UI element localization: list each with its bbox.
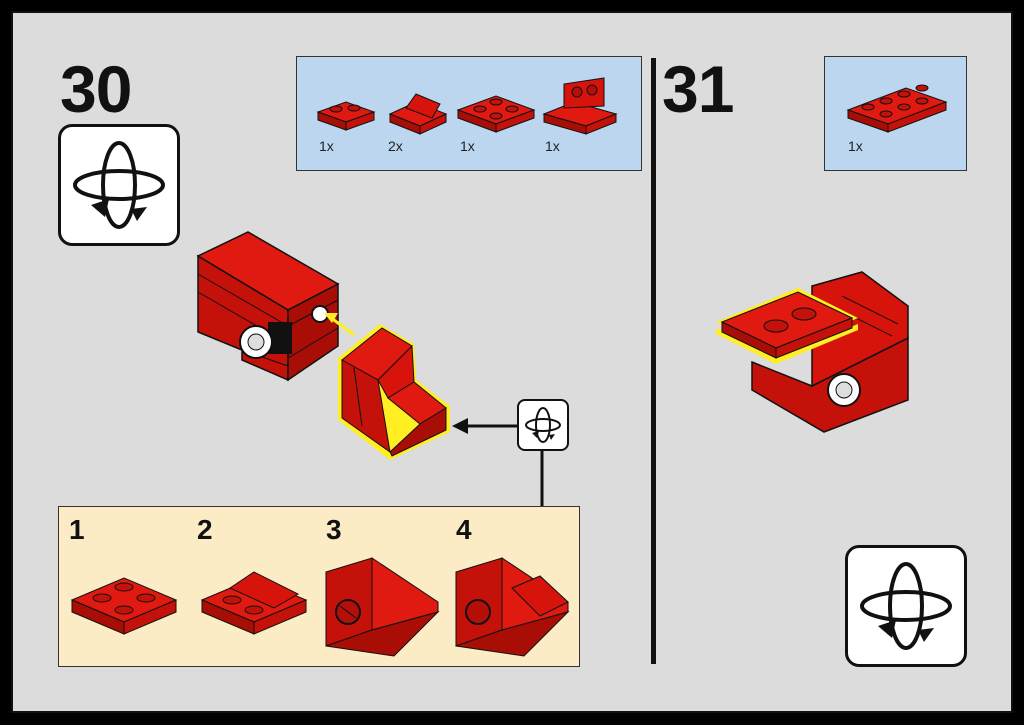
substep-number-3: 3 [326,514,342,545]
model-assembly-step-30 [196,231,340,382]
substep-1-plate [70,577,178,635]
substep-4-bracket-slope [455,557,570,657]
rotate-model-icon [58,124,180,246]
highlighted-slope-piece [338,324,450,460]
parts-illustrations-step-30 [316,77,618,135]
small-rotate-icon [517,399,569,451]
substep-number-2: 2 [197,514,213,545]
qty-plate-2x4: 1x [848,138,863,154]
step-number-31: 31 [662,52,734,126]
substep-number-1: 1 [69,514,85,545]
qty-plate-2x2: 1x [460,138,475,154]
qty-bracket-1x2: 1x [545,138,560,154]
model-assembly-step-31 [716,271,909,433]
step-divider [651,58,656,664]
substep-2-plate-slope [200,571,308,635]
qty-slope-1x2: 2x [388,138,403,154]
substep-3-bracket [325,557,440,657]
plate-1x2-part [316,101,376,131]
rotate-model-icon-step-31 [845,545,967,667]
parts-illustrations-step-31 [846,84,948,133]
rotate-arrows-icon [860,562,952,650]
slope-1x2-part [388,93,448,135]
bracket-1x2-part [542,77,618,135]
substep-number-4: 4 [456,514,472,545]
qty-plate-1x2: 1x [319,138,334,154]
plate-2x4-part [846,84,948,133]
rotate-arrows-icon [525,407,561,443]
step-number-30: 30 [60,52,132,126]
plate-2x2-part [456,95,536,133]
placement-arrow [324,313,355,337]
rotate-arrows-icon [73,141,165,229]
submodel-illustrations [70,557,570,657]
